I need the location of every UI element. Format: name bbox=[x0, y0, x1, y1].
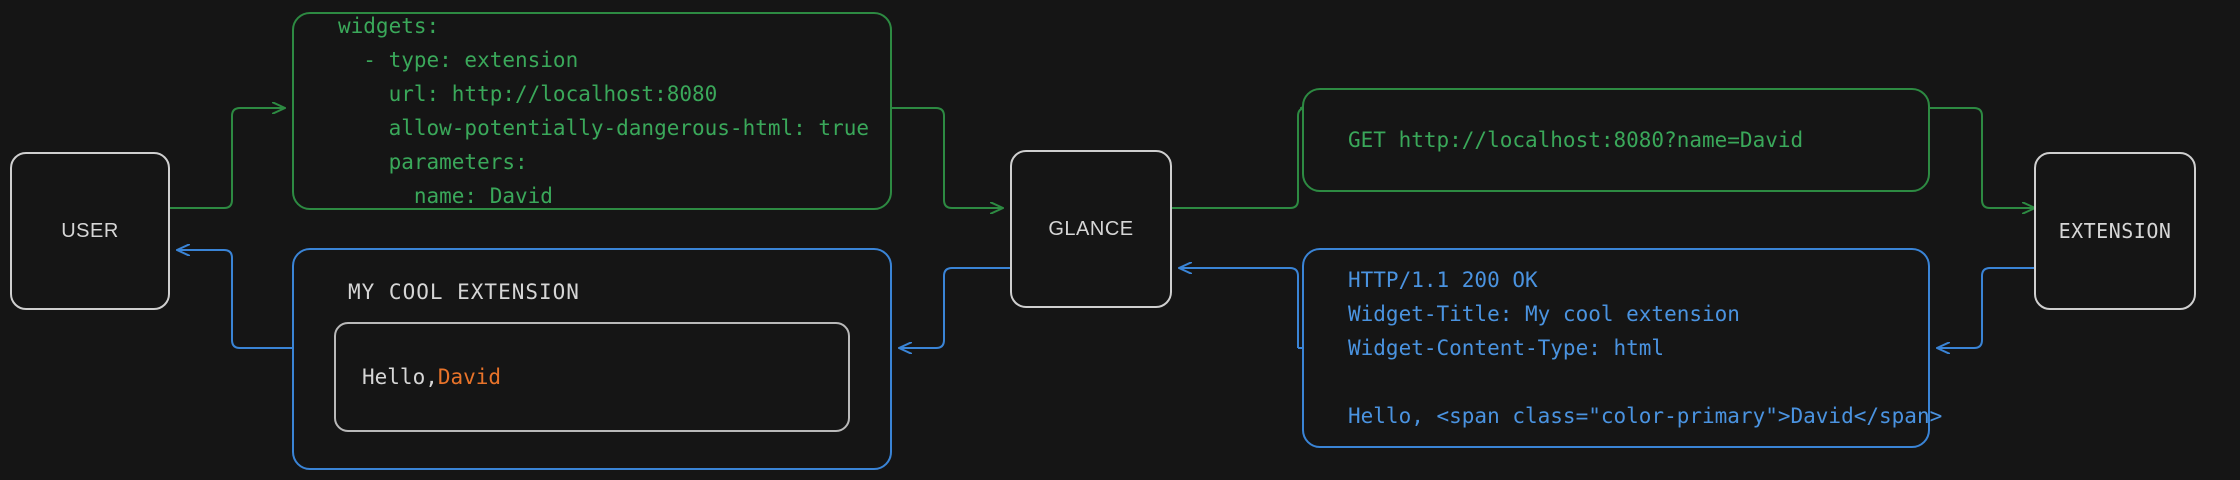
rendered-widget-box: MY COOL EXTENSION Hello, David bbox=[292, 248, 892, 470]
widget-title: MY COOL EXTENSION bbox=[348, 280, 580, 304]
yaml-config-box: widgets: - type: extension url: http://l… bbox=[292, 12, 892, 210]
edge-request-to-extension bbox=[1930, 107, 2034, 208]
node-user[interactable]: USER bbox=[10, 152, 170, 310]
edge-glance-to-request bbox=[1172, 108, 1306, 209]
node-extension-label: EXTENSION bbox=[2058, 219, 2172, 243]
edge-yaml-to-glance bbox=[892, 107, 1002, 208]
http-response-box: HTTP/1.1 200 OK Widget-Title: My cool ex… bbox=[1302, 248, 1943, 448]
widget-accent-name: David bbox=[437, 365, 502, 389]
http-request-box: GET http://localhost:8080?name=David bbox=[1302, 88, 1930, 192]
widget-body: Hello, David bbox=[334, 322, 850, 432]
http-response-text: HTTP/1.1 200 OK Widget-Title: My cool ex… bbox=[1348, 267, 1943, 429]
edge-extension-to-response bbox=[1938, 267, 2034, 348]
edge-user-to-yaml bbox=[170, 108, 284, 209]
http-request-text: GET http://localhost:8080?name=David bbox=[1348, 127, 1804, 152]
edge-response-to-glance bbox=[1180, 268, 1299, 348]
yaml-config-text: widgets: - type: extension url: http://l… bbox=[338, 13, 870, 209]
node-extension[interactable]: EXTENSION bbox=[2034, 152, 2196, 310]
node-user-label: USER bbox=[61, 219, 119, 242]
edge-widget-to-user bbox=[178, 250, 292, 349]
widget-greeting-text: Hello, bbox=[362, 365, 438, 389]
node-glance[interactable]: GLANCE bbox=[1010, 150, 1172, 308]
edge-glance-to-widget bbox=[900, 267, 1010, 348]
node-glance-label: GLANCE bbox=[1048, 217, 1134, 240]
